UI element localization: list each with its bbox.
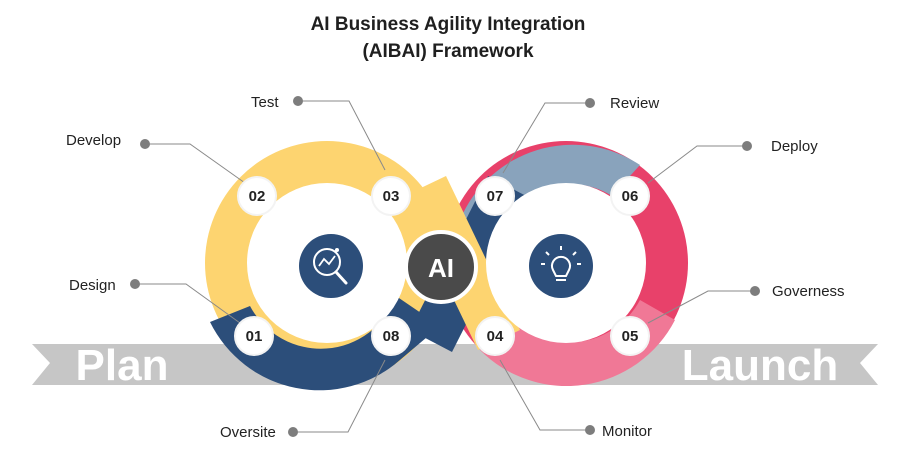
step-number: 03 xyxy=(383,188,400,205)
title-line-1: AI Business Agility Integration xyxy=(311,14,586,35)
step-badge-04: 04 xyxy=(475,316,515,356)
leader-lines xyxy=(130,96,760,437)
step-badge-06: 06 xyxy=(610,176,650,216)
step-number: 05 xyxy=(622,328,639,345)
plan-label: Plan xyxy=(76,341,169,390)
step-number: 07 xyxy=(487,188,504,205)
ai-center-label: AI xyxy=(428,253,454,283)
left-ring-navy-segment xyxy=(210,296,440,391)
step-badge-02: 02 xyxy=(237,176,277,216)
step-label-governess: Governess xyxy=(772,283,845,300)
step-badge-08: 08 xyxy=(371,316,411,356)
step-label-develop: Develop xyxy=(66,132,121,149)
step-number: 02 xyxy=(249,188,266,205)
step-badge-07: 07 xyxy=(475,176,515,216)
step-label-test: Test xyxy=(251,94,279,111)
step-label-deploy: Deploy xyxy=(771,138,818,155)
step-label-design: Design xyxy=(69,277,116,294)
step-label-monitor: Monitor xyxy=(602,423,652,440)
step-label-oversite: Oversite xyxy=(220,424,276,441)
step-number: 06 xyxy=(622,188,639,205)
step-badge-05: 05 xyxy=(610,316,650,356)
step-badge-03: 03 xyxy=(371,176,411,216)
step-number: 04 xyxy=(487,328,504,345)
ai-center-circle xyxy=(404,230,478,304)
step-label-review: Review xyxy=(610,95,659,112)
magnifier-chart-icon xyxy=(299,234,363,298)
title-line-2: (AIBAI) Framework xyxy=(362,41,533,62)
step-badge-01: 01 xyxy=(234,316,274,356)
lightbulb-icon xyxy=(529,234,593,298)
step-number: 01 xyxy=(246,328,263,345)
launch-label: Launch xyxy=(682,341,838,390)
step-number: 08 xyxy=(383,328,400,345)
